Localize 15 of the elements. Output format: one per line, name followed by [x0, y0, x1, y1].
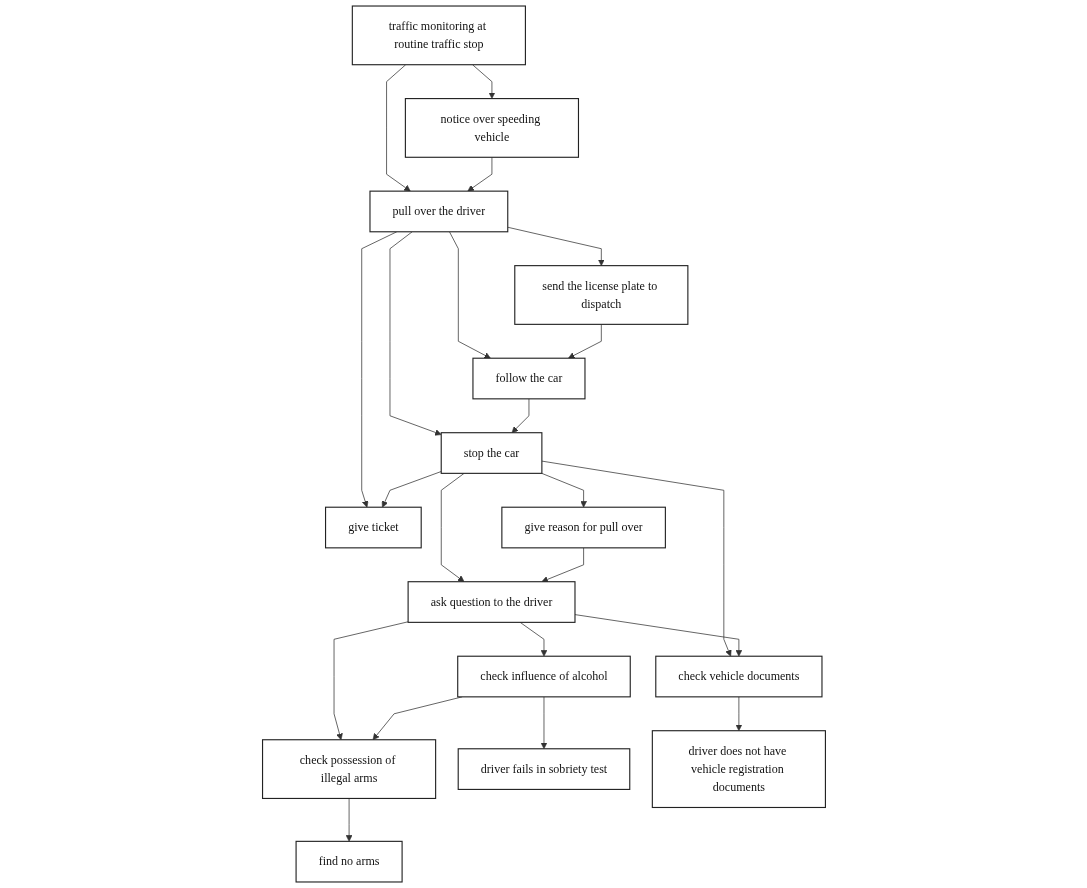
node-box: find no arms	[295, 840, 403, 883]
node-box: driver fails in sobriety test	[457, 748, 630, 790]
node-box: ask question to the driver	[407, 581, 576, 623]
node-box: check vehicle documents	[654, 655, 823, 698]
node-box: driver does not have vehicle registration documents	[651, 730, 826, 809]
node-box: send the license plate to dispatch	[513, 265, 688, 325]
node-box: give ticket	[324, 506, 422, 549]
node-box: traffic monitoring at routine traffic stop	[351, 5, 526, 66]
node-box: stop the car	[440, 432, 542, 474]
node-box: pull over the driver	[368, 190, 508, 233]
node-box: check influence of alcohol	[456, 655, 631, 698]
node-box: give reason for pull over	[500, 506, 666, 549]
node-box: follow the car	[471, 357, 586, 400]
node-box: notice over speeding vehicle	[404, 98, 579, 158]
node-box: check possession of illegal arms	[261, 739, 436, 799]
